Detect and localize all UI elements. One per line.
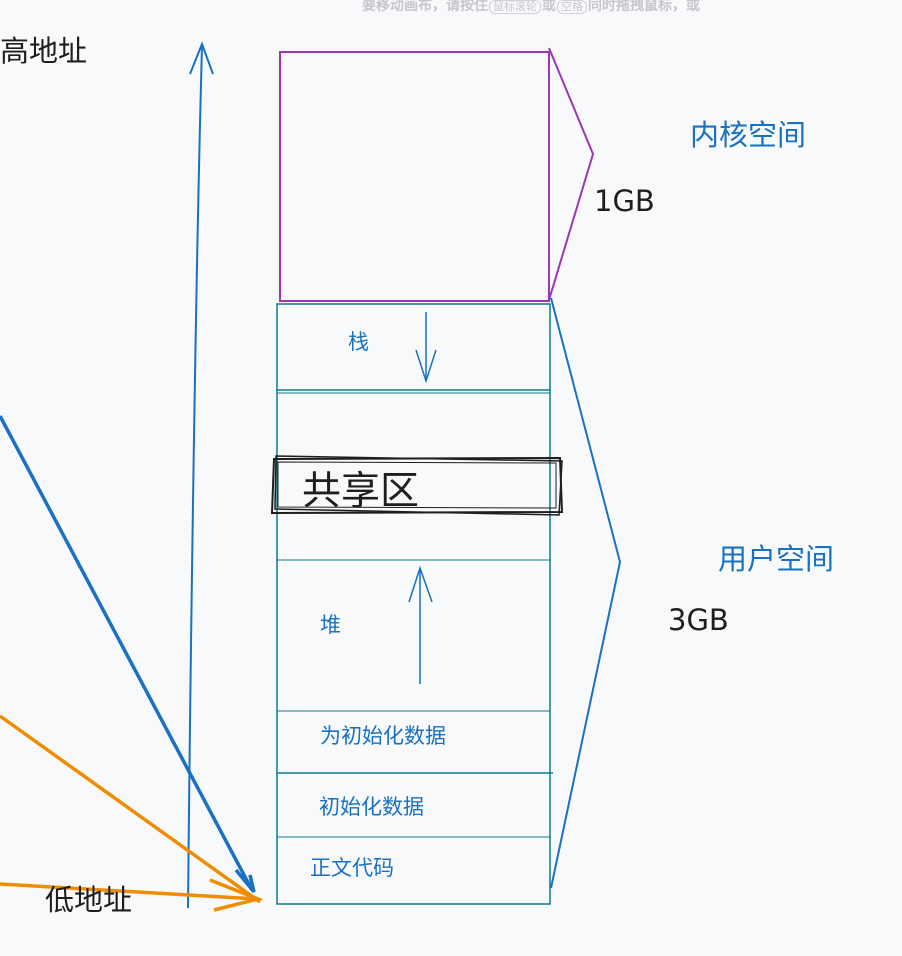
user-size-label: 3GB [668,603,729,637]
heap-label: 堆 [320,613,341,637]
address-axis-arrow[interactable] [187,45,203,909]
mouse-wheel-key: 鼠标滚轮 [489,0,541,14]
shared-area-box[interactable] [270,456,564,515]
pan-hint-or: 或 [542,0,556,14]
heap-growth-arrowhead[interactable] [408,565,433,603]
stack-label: 栈 [348,330,369,354]
space-key: 空格 [557,0,587,14]
pan-hint-tail: 同时拖拽鼠标，或 [588,0,700,14]
init-data-label: 初始化数据 [319,795,424,819]
shared-area-label: 共享区 [302,469,420,514]
shared-area-box-sketch [274,455,563,516]
kernel-size-label: 1GB [594,184,655,218]
text-code-label: 正文代码 [310,856,394,880]
shared-area-box-sketch-inner [277,461,557,509]
user-space-label: 用户空间 [718,542,835,576]
kernel-space-brace[interactable] [548,47,595,301]
kernel-space-label: 内核空间 [690,118,807,152]
pan-hint-text: 要移动画布，请按住 [362,0,488,14]
orange-pointer-line-upper[interactable] [0,714,262,904]
address-axis-arrowhead[interactable] [189,41,214,75]
kernel-space-box[interactable] [279,51,550,302]
high-address-label: 高地址 [0,34,88,68]
blue-pointer-arrowhead[interactable] [234,868,256,894]
blue-pointer-line[interactable] [0,415,254,891]
orange-pointer-line-lower[interactable] [0,882,259,901]
orange-pointer-arrowhead[interactable] [209,878,264,912]
user-space-box[interactable] [276,303,551,905]
stack-growth-arrowhead[interactable] [415,349,437,384]
low-address-label: 低地址 [45,883,133,917]
uninit-data-label: 为初始化数据 [320,724,446,748]
user-space-brace[interactable] [550,297,622,889]
pan-hint: 要移动画布，请按住鼠标滚轮或空格同时拖拽鼠标，或 [362,0,700,14]
